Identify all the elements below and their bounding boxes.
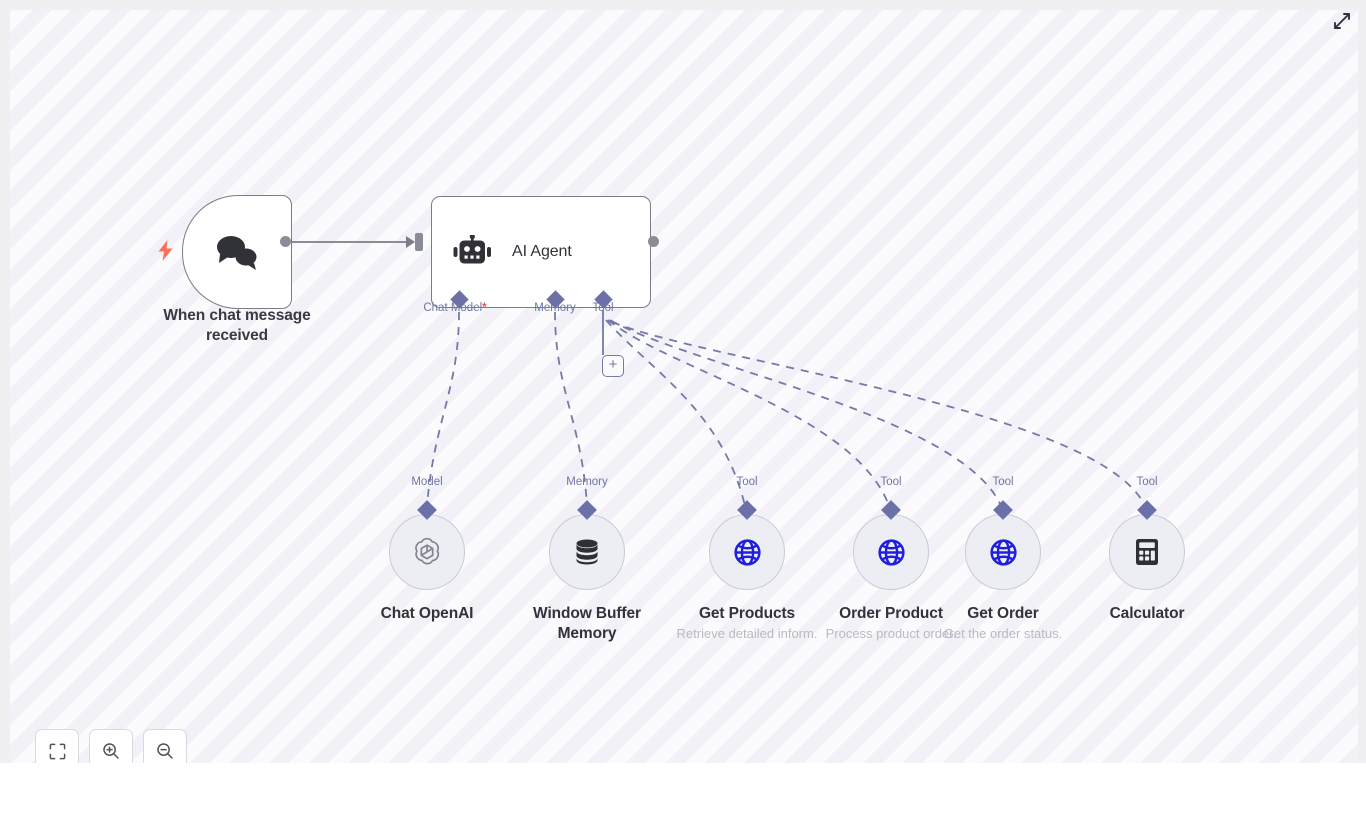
subnode-circle[interactable] — [549, 500, 625, 590]
subnode-label: Calculator — [1109, 605, 1185, 622]
node-window-buffer-memory[interactable]: Memory Window Buffer Memory — [507, 476, 667, 644]
node-when-chat-message-received[interactable] — [182, 195, 292, 309]
subnode-label: Order Product — [839, 605, 943, 622]
database-stack-icon — [571, 536, 603, 568]
node-get-order[interactable]: Tool Get Order Get the order status. — [923, 476, 1083, 641]
subnode-circle[interactable] — [853, 500, 929, 590]
node-calculator[interactable]: Tool Calculator — [1067, 476, 1227, 624]
subnode-label: Chat OpenAI — [380, 605, 474, 622]
robot-icon — [452, 235, 492, 269]
subnode-circle[interactable] — [389, 500, 465, 590]
subnode-description: Retrieve detailed inform. — [676, 626, 818, 641]
subnode-label: Get Products — [698, 605, 796, 622]
node-get-products[interactable]: Tool Get Products Retrieve detailed info… — [667, 476, 827, 641]
subnode-port-diamond[interactable] — [881, 500, 901, 520]
subnode-port-diamond[interactable] — [1137, 500, 1157, 520]
zoom-in-icon — [102, 742, 120, 760]
chat-bubbles-icon — [213, 232, 261, 272]
workflow-canvas[interactable]: When chat message received AI — [10, 10, 1358, 763]
node-label-ai-agent: AI Agent — [512, 243, 572, 260]
calculator-icon — [1132, 537, 1162, 567]
subnode-port-diamond[interactable] — [993, 500, 1013, 520]
agent-port-label-tool: Tool — [592, 302, 614, 314]
subnode-port-label-memory: Memory — [566, 476, 608, 488]
node-ai-agent[interactable]: AI Agent — [431, 196, 651, 308]
globe-icon — [732, 537, 763, 568]
subnode-port-diamond[interactable] — [577, 500, 597, 520]
zoom-out-icon — [156, 742, 174, 760]
subnode-port-label-tool: Tool — [736, 476, 758, 488]
agent-port-label-memory: Memory — [534, 302, 576, 314]
expand-diagonal-icon[interactable] — [1332, 11, 1352, 31]
edge-layer — [286, 241, 1146, 507]
globe-icon — [876, 537, 907, 568]
subnode-description: Get the order status. — [943, 626, 1063, 641]
agent-port-label-chat-model: Chat Model* — [423, 302, 487, 314]
subnode-circle[interactable] — [965, 500, 1041, 590]
subnode-description: Process product order. — [825, 626, 957, 641]
subnode-port-diamond[interactable] — [417, 500, 437, 520]
node-label-trigger: When chat message received — [163, 307, 311, 344]
subnode-circle[interactable] — [1109, 500, 1185, 590]
trigger-output-port[interactable] — [280, 236, 291, 247]
fit-to-view-icon — [49, 743, 66, 760]
subnode-circle[interactable] — [709, 500, 785, 590]
node-chat-openai[interactable]: Model Chat OpenAI — [347, 476, 507, 624]
canvas-toolbar — [35, 729, 187, 763]
subnode-port-label-model: Model — [411, 476, 443, 488]
subnode-label: Window Buffer Memory — [533, 605, 641, 642]
fit-to-view-button[interactable] — [35, 729, 79, 763]
agent-output-port[interactable] — [648, 236, 659, 247]
openai-logo-icon — [410, 535, 444, 569]
agent-input-arrow-icon — [406, 236, 415, 248]
subnode-port-label-tool: Tool — [1136, 476, 1158, 488]
globe-icon — [988, 537, 1019, 568]
subnode-label: Get Order — [967, 605, 1039, 622]
subnode-port-label-tool: Tool — [992, 476, 1014, 488]
agent-input-port[interactable] — [415, 233, 423, 251]
subnode-port-label-tool: Tool — [880, 476, 902, 488]
zoom-in-button[interactable] — [89, 729, 133, 763]
zoom-out-button[interactable] — [143, 729, 187, 763]
lightning-bolt-icon — [158, 240, 174, 264]
node-order-product[interactable]: Tool Order Product Process product order… — [811, 476, 971, 641]
subnode-port-diamond[interactable] — [737, 500, 757, 520]
add-tool-button[interactable]: + — [602, 355, 624, 377]
